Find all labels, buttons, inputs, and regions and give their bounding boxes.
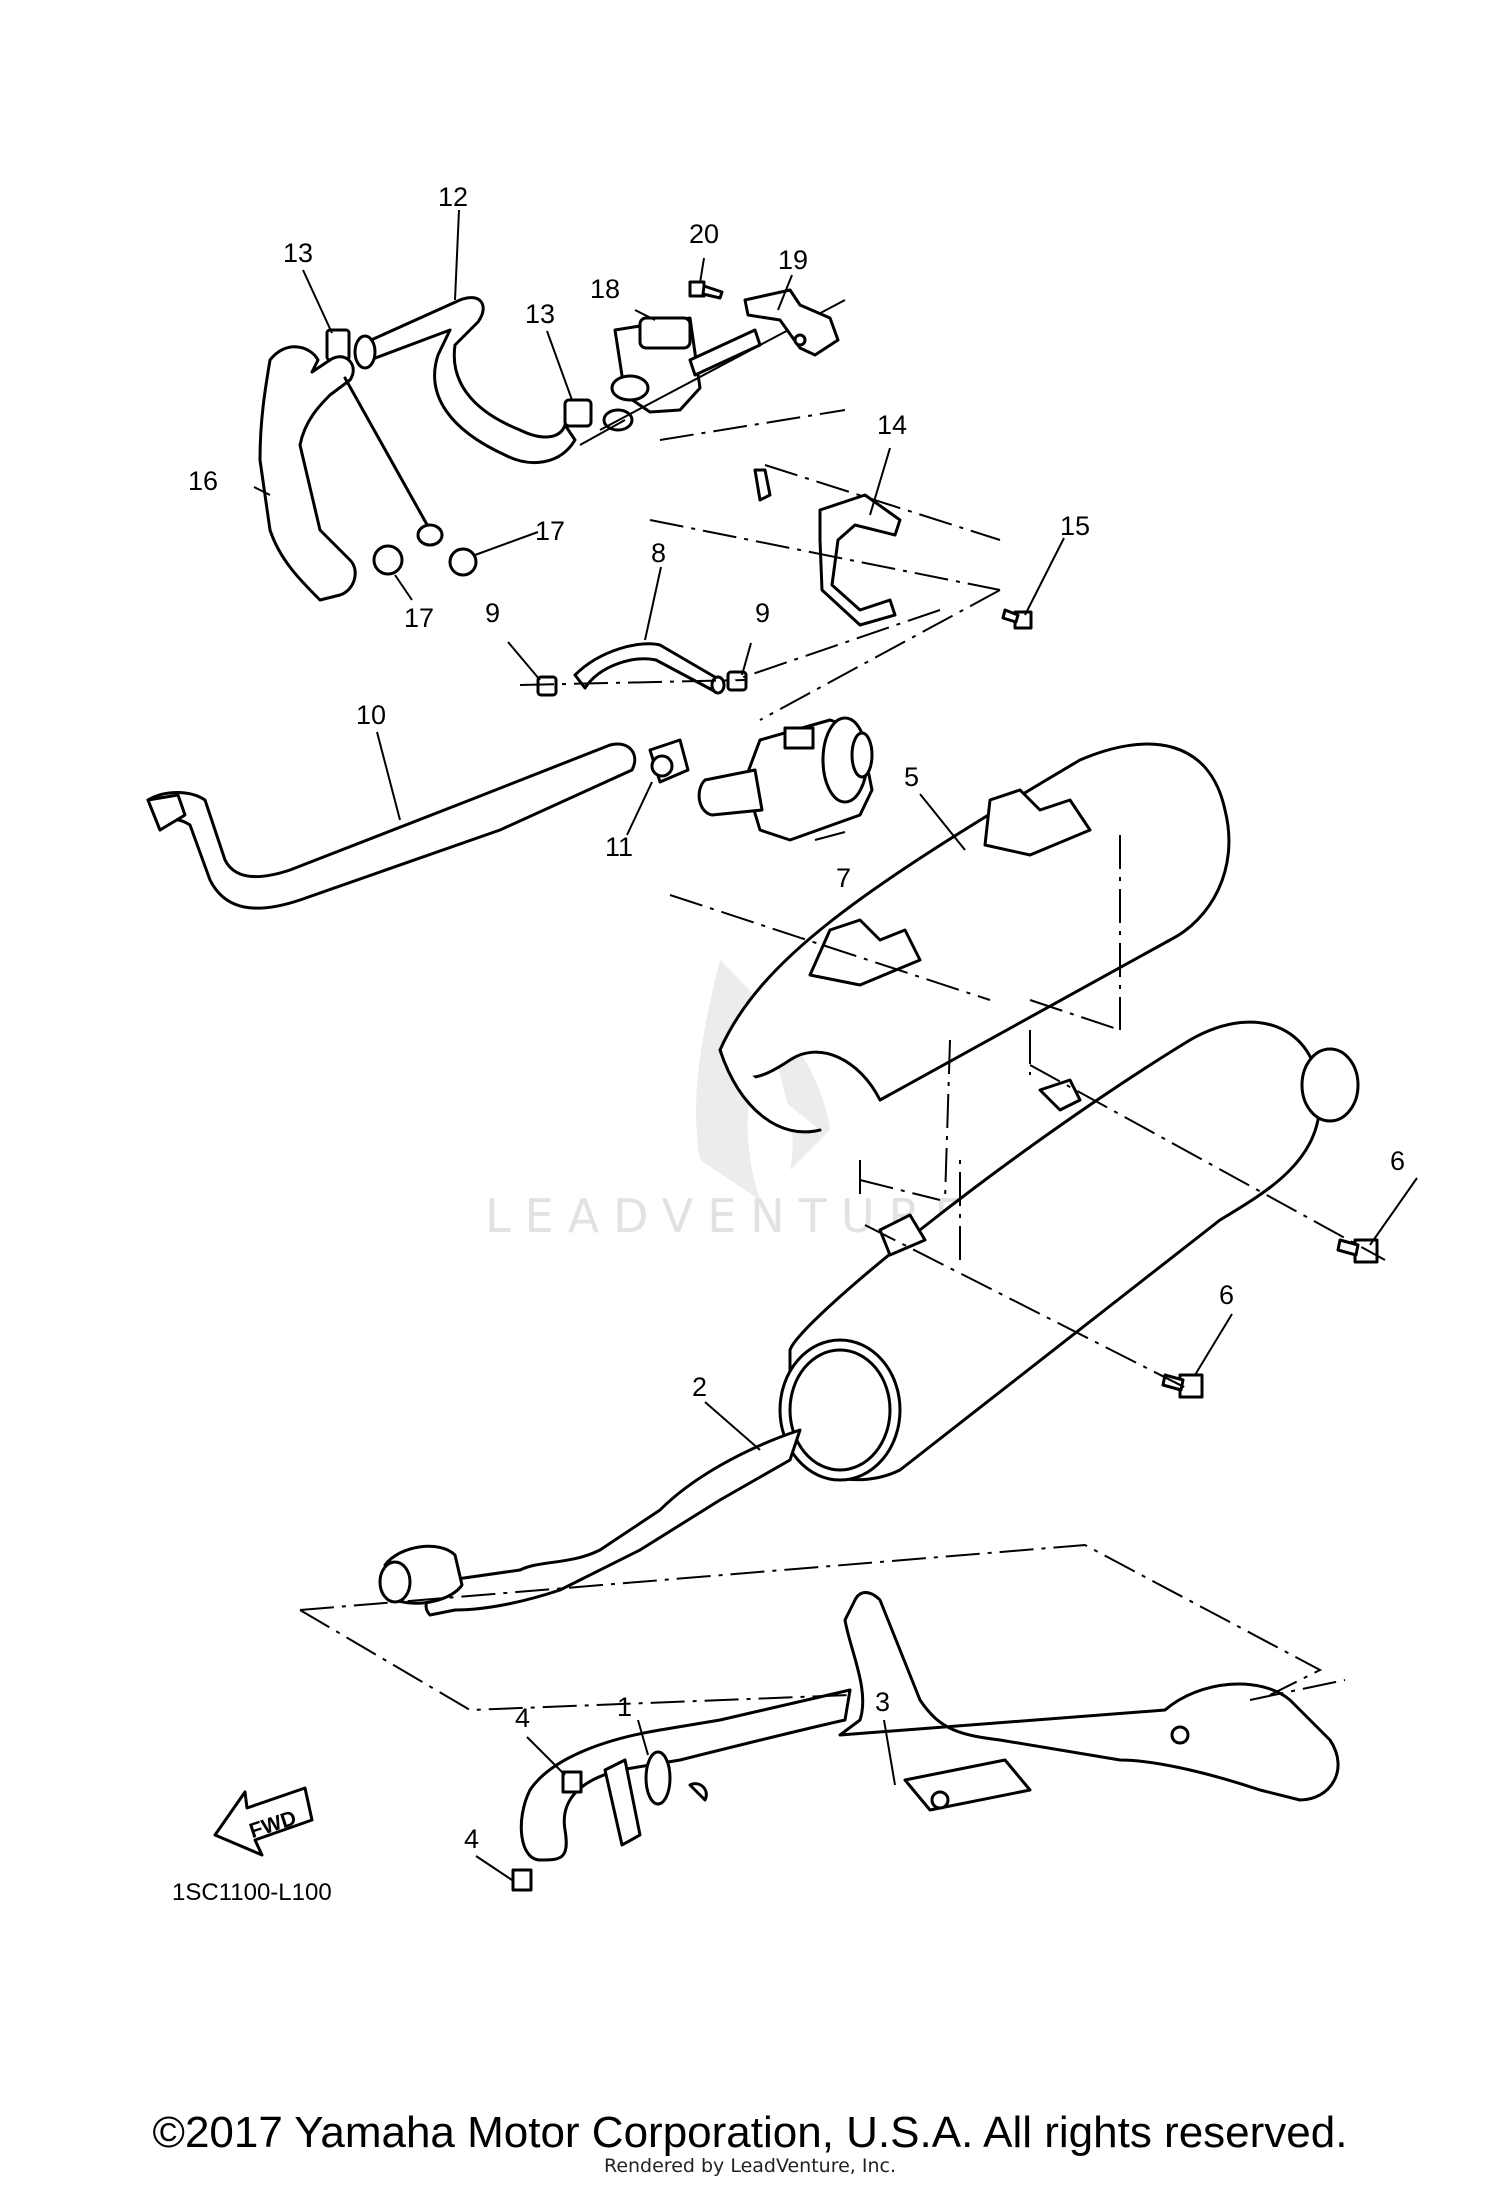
air-cut-valve-18 [579,299,846,446]
hose-12 [353,296,577,465]
callout-12: 12 [438,182,468,212]
callout-6b: 6 [1219,1280,1234,1310]
callout-15: 15 [1060,511,1090,541]
callout-20: 20 [689,219,719,249]
callout-11: 11 [605,832,633,862]
hose-clamp-11 [648,738,690,784]
callout-4b: 4 [464,1824,479,1854]
hose-clamp-17a [372,544,404,576]
callout-14: 14 [877,410,907,440]
muffler-2 [378,1020,1360,1617]
callout-10: 10 [356,700,386,730]
hose-clamp-13b [563,398,593,428]
bolt-6a [1336,1238,1379,1264]
reference-line [299,409,1386,1712]
forward-arrow-icon: FWD [213,1786,314,1857]
callout-2: 2 [692,1372,707,1402]
callout-17a: 17 [535,516,565,546]
callout-13a: 13 [283,238,313,268]
callout-4a: 4 [515,1703,530,1733]
leader-lines [253,209,1418,1881]
callout-16: 16 [188,466,218,496]
rendered-by-text: Rendered by LeadVenture, Inc. [603,2155,897,2177]
gasket-1 [603,1750,672,1847]
callout-7: 7 [836,863,851,893]
hose-16 [258,345,444,602]
copyright-text: ©2017 Yamaha Motor Corporation, U.S.A. A… [152,2108,1348,2157]
callout-8: 8 [651,538,666,568]
callout-1: 1 [617,1692,632,1722]
callout-13b: 13 [525,299,555,329]
callout-6a: 6 [1390,1146,1405,1176]
hose-clamp-17b [448,547,478,577]
hose-clamp-9a [536,675,558,697]
callout-18: 18 [590,274,620,304]
bolt-20 [688,280,724,300]
callouts: 1 2 3 4 4 5 6 6 7 8 9 9 10 11 12 13 13 1… [188,182,1405,1854]
callout-19: 19 [778,245,808,275]
callout-3: 3 [875,1687,890,1717]
callout-17b: 17 [404,603,434,633]
hose-10 [146,742,637,910]
muffler-protector-5 [718,742,1231,1134]
bracket-19 [743,288,840,357]
canister-7 [697,716,874,842]
callout-9b: 9 [755,598,770,628]
bracket-14 [753,468,902,627]
exhaust-pipe-3 [519,1591,1340,1862]
stud-4a [561,1770,583,1794]
callout-5: 5 [904,762,919,792]
hose-8 [573,642,726,695]
bolt-15 [1001,608,1033,630]
watermark-flame-icon [696,960,830,1200]
part-code: 1SC1100-L100 [172,1879,332,1906]
stud-4b [511,1868,533,1892]
callout-9a: 9 [485,598,500,628]
